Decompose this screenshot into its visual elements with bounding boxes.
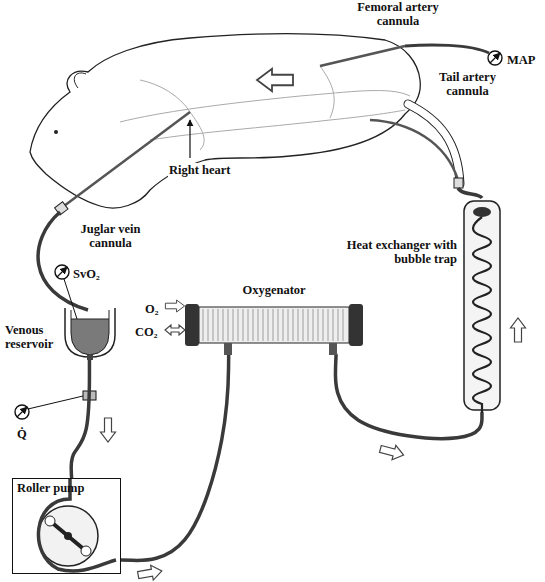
node-label: Venous reservoir (5, 323, 59, 352)
tubing (121, 355, 229, 560)
venous-reservoir: Venous reservoir (5, 305, 117, 360)
gas-in-arrow (165, 300, 184, 312)
label-holder: Juglar vein cannula (68, 222, 153, 251)
label-holder: Femoral artery cannula (348, 0, 448, 29)
roller-pump: Roller pump (12, 478, 121, 574)
label-holder: Tail artery cannula (425, 70, 510, 99)
signal-label: MAP (506, 53, 536, 67)
tubing (71, 360, 89, 478)
flow-gauge (15, 405, 29, 419)
rat-outline (30, 34, 420, 208)
flow-arrow (137, 564, 163, 582)
tail-cannula (370, 120, 458, 180)
label-holder: SvO₂ (72, 264, 101, 282)
tubing (335, 355, 482, 439)
anatomy-label: Right heart (168, 163, 231, 177)
pressure-line (405, 45, 489, 53)
label-holder: Right heart (168, 160, 231, 178)
signal-label: Q̇ (16, 427, 28, 441)
label-holder: CO₂ (134, 322, 159, 340)
rat-eye (54, 130, 58, 134)
oxygenator-shape (185, 301, 363, 355)
label-holder: MAP (506, 50, 536, 68)
oxygenator: Oxygenator (185, 283, 367, 355)
node-label: Oxygenator (185, 283, 363, 297)
cannula-label: Femoral artery cannula (348, 0, 448, 29)
node-label: Heat exchanger with bubble trap (345, 238, 457, 267)
pointer-arrow (189, 120, 190, 158)
gas-label: CO₂ (134, 325, 159, 339)
cannula-label: Juglar vein cannula (68, 222, 153, 251)
label-holder: O₂ (144, 299, 159, 317)
node-label: Roller pump (17, 481, 120, 495)
tube (458, 188, 482, 198)
label-holder: Q̇ (16, 424, 28, 442)
probe-wire (28, 396, 83, 409)
cannula-connector (454, 178, 463, 188)
jugular-cannula (64, 112, 190, 206)
gas-label: O₂ (144, 302, 159, 316)
map-gauge (488, 51, 502, 65)
heat-exchanger: Heat exchanger with bubble trap (345, 198, 505, 413)
signal-label: SvO₂ (72, 267, 101, 281)
flow-arrow (101, 418, 116, 442)
flow-arrow (511, 318, 526, 342)
gas-exchange-arrow (165, 325, 185, 335)
flow-arrow (378, 442, 405, 463)
cannula-label: Tail artery cannula (425, 70, 510, 99)
heat-exchanger-shape (460, 198, 505, 413)
svo2-gauge (55, 265, 69, 279)
blood-vessels (120, 66, 410, 150)
flow-arrow (257, 69, 293, 92)
femoral-cannula (320, 46, 405, 66)
rat-ear (74, 73, 86, 88)
venous-reservoir-shape (63, 305, 117, 360)
